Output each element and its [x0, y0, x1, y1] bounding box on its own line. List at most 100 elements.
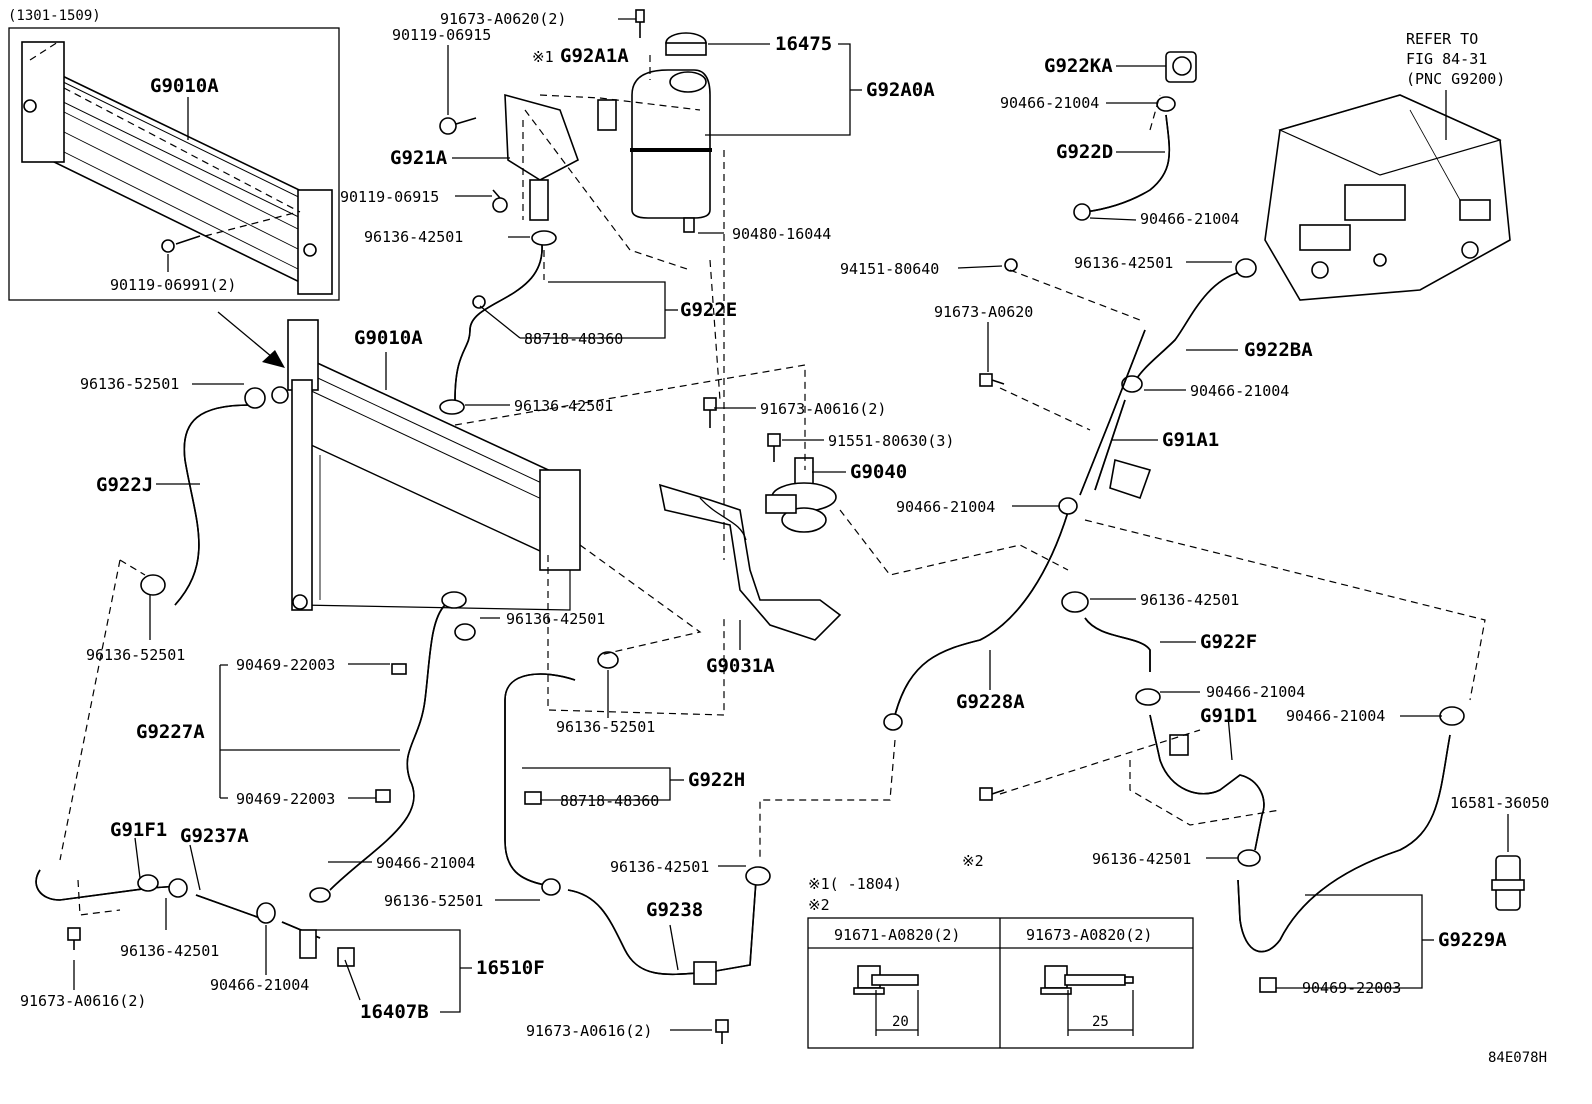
label-16475: 16475: [775, 33, 832, 55]
label-g9040: G9040: [850, 461, 907, 483]
bracket-g921a: [504, 93, 617, 221]
bracket-g9031a: [658, 483, 842, 641]
label-g9031a: G9031A: [706, 655, 775, 677]
inset-range-label: (1301-1509): [8, 8, 101, 24]
label-16407b: 16407B: [360, 1001, 429, 1023]
hose-g922d: [1073, 96, 1176, 221]
label-91673-a0616-2-c: 91673-A0616(2): [526, 1022, 652, 1040]
inset-bolt-label: 90119-06991(2): [110, 276, 236, 294]
label-96136-42501-h: 96136-42501: [1092, 850, 1191, 868]
flange-bolt-icon: [1040, 965, 1134, 1036]
label-g92a1a: G92A1A: [560, 45, 629, 67]
label-g921a: G921A: [390, 147, 448, 169]
label-g922h: G922H: [688, 769, 745, 791]
hose-g922e: [439, 230, 557, 415]
label-96136-42501-g: 96136-42501: [1140, 591, 1239, 609]
label-90119-06915-a: 90119-06915: [392, 26, 491, 44]
label-96136-42501-e: 96136-42501: [610, 858, 709, 876]
leader-lines: [73, 18, 1509, 1031]
label-90469-22003-a: 90469-22003: [236, 656, 335, 674]
label-g922d: G922D: [1056, 141, 1113, 163]
label-96136-42501-a: 96136-42501: [364, 228, 463, 246]
notes-block: ※1( -1804) ※2: [808, 875, 902, 914]
pipe-g91f1: [35, 869, 188, 901]
bolt-icon: [767, 433, 781, 462]
label-g922ba: G922BA: [1244, 339, 1313, 361]
label-g92a0a: G92A0A: [866, 79, 935, 101]
label-96136-42501-d: 96136-42501: [120, 942, 219, 960]
refer-line-2: FIG 84-31: [1406, 50, 1487, 68]
label-g9237a: G9237A: [180, 825, 249, 847]
label-16510f: 16510F: [476, 957, 545, 979]
inset-bolt: [161, 235, 201, 253]
table-dim-1: 20: [892, 1014, 909, 1030]
pipe-g91d1: [1149, 714, 1265, 867]
label-90466-21004-c: 90466-21004: [1000, 94, 1099, 112]
label-90466-21004-b: 90466-21004: [210, 976, 309, 994]
label-96136-52501-c: 96136-52501: [556, 718, 655, 736]
label-g922j: G922J: [96, 474, 153, 496]
note-1-text: ※1( -1804): [808, 875, 902, 893]
label-g91a1: G91A1: [1162, 429, 1219, 451]
label-90119-06915-b: 90119-06915: [340, 188, 439, 206]
table-dim-2: 25: [1092, 1014, 1109, 1030]
label-96136-42501-c: 96136-42501: [506, 610, 605, 628]
bolt-icon: [67, 927, 81, 950]
hose-g922j: [140, 387, 266, 606]
label-91673-a0616-2-a: 91673-A0616(2): [760, 400, 886, 418]
hose-g9227a: [309, 591, 476, 903]
inset-radiator: [21, 41, 333, 295]
label-88718-48360-a: 88718-48360: [524, 330, 623, 348]
figure-code: 84E078H: [1488, 1050, 1547, 1066]
pump-g9040: [765, 457, 837, 533]
label-g9010a: G9010A: [354, 327, 423, 349]
label-90469-22003-c: 90469-22003: [1302, 979, 1401, 997]
bolt-icon: [979, 373, 1005, 387]
label-g922f: G922F: [1200, 631, 1257, 653]
sensor-16581: [1491, 855, 1525, 911]
label-90480-16044: 90480-16044: [732, 225, 831, 243]
hose-g922h: [504, 651, 619, 896]
bolt-icon: [492, 189, 508, 213]
label-96136-52501-a: 96136-52501: [80, 375, 179, 393]
union-16510f: [281, 921, 355, 967]
label-96136-52501-d: 96136-52501: [384, 892, 483, 910]
label-g9238: G9238: [646, 899, 703, 921]
label-90466-21004-a: 90466-21004: [376, 854, 475, 872]
label-g9229a: G9229A: [1438, 929, 1507, 951]
hose-g9228a: [883, 497, 1078, 731]
label-g91f1: G91F1: [110, 819, 167, 841]
label-90466-21004-g: 90466-21004: [1206, 683, 1305, 701]
hose-g922ba: [1004, 258, 1257, 393]
hose-g9237a: [195, 894, 276, 924]
label-g91d1: G91D1: [1200, 705, 1257, 727]
label-91673-a0620: 91673-A0620: [934, 303, 1033, 321]
inverter-assembly: [1264, 94, 1511, 301]
label-g9228a: G9228A: [956, 691, 1025, 713]
bolt-icon: [715, 1019, 729, 1044]
arrow-icon: [217, 311, 285, 368]
table-col1-header: 91671-A0820(2): [834, 926, 960, 944]
label-91551-80630-3: 91551-80630(3): [828, 432, 954, 450]
flange-bolt-icon: [853, 965, 919, 1036]
label-90469-22003-b: 90469-22003: [236, 790, 335, 808]
note-2-text: ※2: [808, 896, 830, 914]
label-90466-21004-f: 90466-21004: [896, 498, 995, 516]
pipe-g9238: [567, 866, 771, 985]
radiator-main: [271, 319, 581, 611]
bolt-icon: [635, 9, 645, 38]
note-mark-2: ※2: [962, 852, 984, 870]
label-90466-21004-e: 90466-21004: [1190, 382, 1289, 400]
cap-g922ka: [1165, 51, 1197, 83]
dashed-leaders: [59, 55, 1486, 916]
bolt-icon: [439, 117, 477, 135]
reservoir-tank: [630, 32, 712, 233]
inset-panel: (1301-1509) G9010A 90119-06991(2): [8, 8, 340, 301]
bolt-icon: [703, 397, 717, 428]
table-col2-header: 91673-A0820(2): [1026, 926, 1152, 944]
label-90466-21004-d: 90466-21004: [1140, 210, 1239, 228]
inset-part-label: G9010A: [150, 75, 219, 97]
label-91673-a0620-2: 91673-A0620(2): [440, 10, 566, 28]
